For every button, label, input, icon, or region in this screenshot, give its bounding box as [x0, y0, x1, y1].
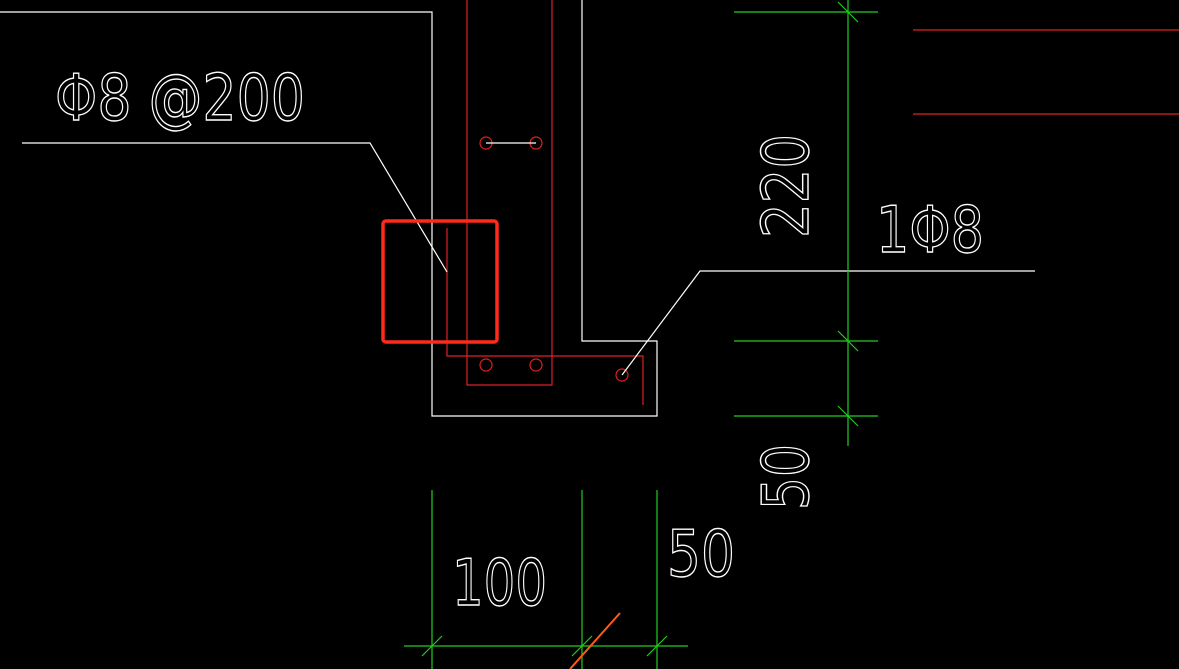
highlight-box: [381, 219, 499, 344]
leader-bar-spec: [621, 270, 1035, 376]
dim-tick-bottom: [837, 405, 859, 427]
leader-lines: [22, 142, 1035, 376]
rebar-group: [446, 0, 1179, 405]
dim-tick-center: [571, 635, 593, 657]
dim-width-label: 100: [452, 547, 547, 621]
upper-outline: [0, 11, 433, 341]
rebar-dot-4: [529, 358, 543, 372]
dim-side-cover-label: 50: [667, 518, 735, 592]
bar-spec-label: 1Φ8: [876, 194, 984, 268]
rebar-dot-5: [615, 368, 629, 382]
cut-mark: [569, 612, 621, 669]
longitudinal-bar: [446, 228, 644, 405]
dim-tick-mid: [837, 330, 859, 352]
dim-tick-top: [837, 1, 859, 23]
dimension-lines: [404, 0, 878, 669]
section-body-outline: [431, 0, 658, 417]
stirrup: [466, 0, 553, 386]
leader-stirrup-spec: [22, 142, 448, 273]
dim-height-label: 220: [750, 134, 824, 238]
dim-bottom-cover-label: 50: [750, 444, 824, 510]
rebar-dot-3: [479, 358, 493, 372]
stirrup-spec-label: Φ8 @200: [55, 62, 305, 136]
dim-tick-left: [421, 635, 443, 657]
dim-tick-right: [646, 635, 668, 657]
section-outline: [0, 0, 658, 417]
